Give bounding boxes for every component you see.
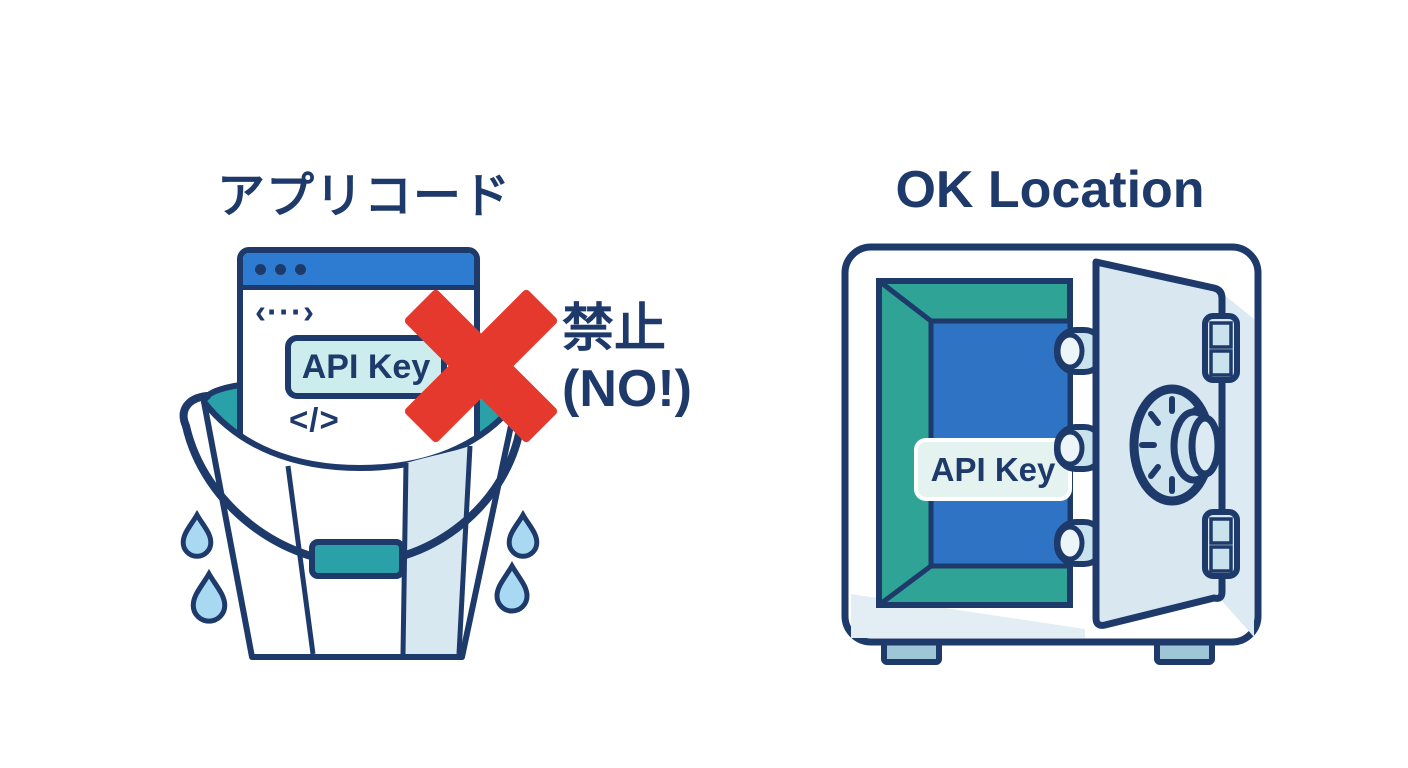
bucket-shaded-panel	[404, 446, 470, 654]
browser-titlebar	[243, 253, 474, 290]
door-latch	[1202, 313, 1240, 383]
water-drop-icon	[494, 561, 530, 614]
combination-dial-icon	[1129, 384, 1222, 506]
door-shadow	[1222, 293, 1254, 637]
browser-window: ‹···› API Key </>	[237, 247, 480, 477]
titlebar-dot-icon	[295, 263, 306, 275]
bucket-seam	[456, 445, 473, 655]
titlebar-dot-icon	[275, 263, 286, 275]
safe-foot	[1154, 625, 1215, 665]
code-slash-icon: </>	[289, 401, 340, 438]
interior-corner-line	[877, 279, 933, 323]
bolt-icon	[1054, 327, 1106, 375]
bucket-seam	[400, 462, 409, 655]
bucket-seam	[285, 465, 316, 655]
bolt-icon	[1054, 519, 1106, 567]
leak-drops	[180, 509, 540, 624]
titlebar-dot-icon	[255, 263, 266, 275]
water-drop-icon	[506, 509, 540, 559]
water-drop-icon	[180, 509, 214, 559]
safe-door	[1092, 258, 1226, 629]
bucket-handle-grip	[309, 539, 405, 579]
safe-floor-shadow	[851, 594, 1085, 638]
interior-corner-line	[877, 564, 933, 607]
code-dots-icon: ‹···›	[255, 293, 315, 330]
prohibition-text: 禁止 (NO!)	[562, 299, 692, 419]
left-scene-title: アプリコード	[216, 170, 511, 223]
prohibition-line1: 禁止	[562, 300, 667, 358]
safe-foot	[881, 625, 942, 665]
right-scene-title: OK Location	[895, 161, 1205, 219]
water-drop-icon	[190, 568, 228, 624]
door-latch	[1202, 509, 1240, 579]
api-key-badge-safe: API Key	[930, 451, 1056, 488]
api-key-badge-code: API Key	[285, 335, 447, 399]
prohibition-line2: (NO!)	[562, 360, 692, 418]
